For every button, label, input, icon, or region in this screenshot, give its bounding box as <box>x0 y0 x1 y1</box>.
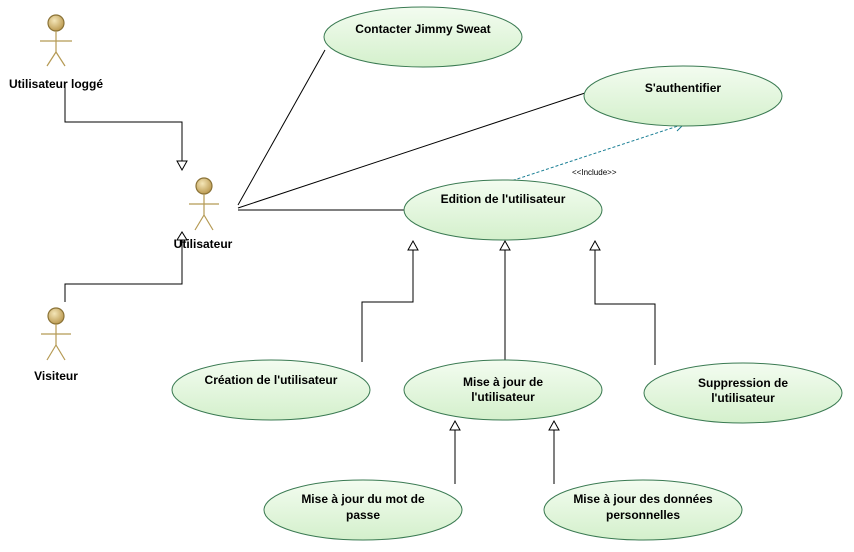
usecase-update[interactable]: Mise à jour de l'utilisateur <box>403 359 603 421</box>
actor-label: Visiteur <box>34 369 78 383</box>
generalization-arrowhead <box>176 231 188 241</box>
usecase-label: Contacter Jimmy Sweat <box>355 22 490 36</box>
usecase-label: Edition de l'utilisateur <box>441 192 566 206</box>
usecase-ellipse[interactable] <box>543 479 743 541</box>
usecase-generalizations <box>361 239 656 484</box>
actor-label: Utilisateur loggé <box>9 77 103 91</box>
usecase-ellipse[interactable] <box>403 359 603 421</box>
include-line <box>507 123 685 183</box>
usecase-ellipse[interactable] <box>323 6 523 68</box>
usecase-label: Suppression de <box>698 376 788 390</box>
usecase-password[interactable]: Mise à jour du mot de passe <box>263 479 463 541</box>
usecase-auth[interactable]: S'authentifier <box>583 65 783 127</box>
include-label: <<Include>> <box>572 168 617 177</box>
generalization-arrowhead <box>589 239 601 251</box>
generalization-delete-to-edit <box>594 250 656 365</box>
association-auth <box>237 92 586 209</box>
actor-stick-figure-icon <box>189 177 219 231</box>
generalization-logged-to-user <box>64 82 183 161</box>
generalization-arrowhead <box>449 419 461 431</box>
include-dependency: <<Include>> <box>507 121 686 183</box>
usecase-personal[interactable]: Mise à jour des données personnelles <box>543 479 743 541</box>
usecase-label: Mise à jour des données <box>573 492 713 506</box>
actor-visitor[interactable]: Visiteur <box>34 307 78 383</box>
generalization-create-to-edit <box>361 250 414 362</box>
usecase-delete[interactable]: Suppression de l'utilisateur <box>643 362 843 424</box>
actor-stick-figure-icon <box>41 307 71 361</box>
usecase-contact[interactable]: Contacter Jimmy Sweat <box>323 6 523 68</box>
actor-user[interactable]: Utilisateur <box>174 177 233 251</box>
usecase-label: l'utilisateur <box>471 390 535 404</box>
usecase-ellipse[interactable] <box>643 362 843 424</box>
generalization-arrowhead <box>499 239 511 251</box>
generalization-arrowhead <box>548 419 560 431</box>
usecase-label: l'utilisateur <box>711 391 775 405</box>
actor-label: Utilisateur <box>174 237 233 251</box>
generalization-arrowhead <box>407 239 419 251</box>
usecase-ellipse[interactable] <box>263 479 463 541</box>
usecase-label: Création de l'utilisateur <box>205 373 338 387</box>
actor-logged[interactable]: Utilisateur loggé <box>9 14 103 91</box>
associations <box>237 49 586 211</box>
usecase-edit[interactable]: Edition de l'utilisateur <box>403 179 603 241</box>
usecase-label: Mise à jour de <box>463 375 543 389</box>
association-contact <box>237 49 326 206</box>
usecase-label: personnelles <box>606 508 680 522</box>
usecase-ellipse[interactable] <box>583 65 783 127</box>
usecase-label: S'authentifier <box>645 81 722 95</box>
actor-stick-figure-icon <box>40 14 72 67</box>
usecase-label: passe <box>346 508 380 522</box>
generalization-arrowhead <box>176 160 188 172</box>
actor-generalizations <box>64 82 188 302</box>
generalization-visitor-to-user <box>64 240 183 302</box>
usecase-ellipse[interactable] <box>403 179 603 241</box>
usecase-label: Mise à jour du mot de <box>301 492 425 506</box>
usecase-create[interactable]: Création de l'utilisateur <box>171 359 371 421</box>
usecase-ellipse[interactable] <box>171 359 371 421</box>
